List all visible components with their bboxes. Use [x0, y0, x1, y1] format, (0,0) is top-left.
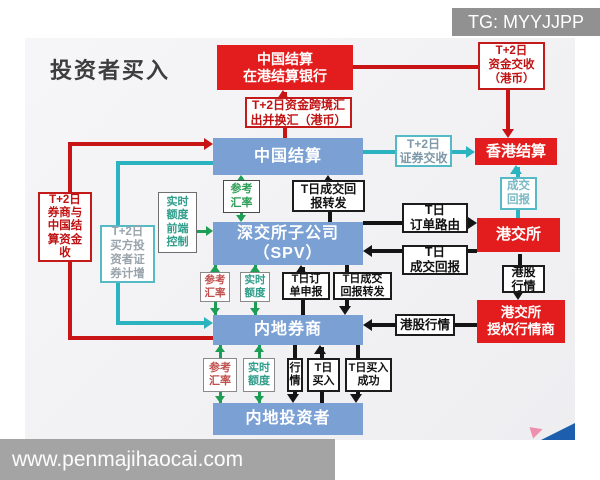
label-t-order-submit: T日订 单申报 [282, 272, 330, 300]
arrow-quote-into-broker [363, 319, 372, 331]
line-quota-ctrl [197, 230, 209, 233]
arrow-into-hkex [468, 217, 477, 229]
line-cc-securities-left [116, 161, 213, 165]
node-szse-spv: 深交所子公司 （SPV） [213, 222, 363, 265]
label-t-trade-report-right: T日 成交回报 [402, 245, 468, 275]
arrow-quota-bot-down [254, 396, 264, 403]
label-t-order-route: T日 订单路由 [402, 203, 468, 233]
label-realtime-quota-mid: 实时 额度 [240, 272, 270, 302]
label-t-buy: T日 买入 [307, 358, 340, 392]
node-china-clear: 中国结算 [213, 138, 363, 175]
label-hk-stock-quote-vertical: 港股 行情 [502, 265, 545, 293]
line-left-to-cc [68, 142, 206, 146]
watermark: www.penmajihaocai.com [0, 439, 335, 480]
arrow-into-spv [363, 245, 372, 257]
label-ref-rate-top: 参考 汇率 [223, 180, 260, 213]
label-securities-settlement: T+2日 证券交收 [395, 135, 452, 167]
node-mainland-broker: 内地券商 [213, 315, 363, 345]
corner-decoration-blue [541, 423, 575, 440]
arrow-report-into-broker [339, 306, 351, 315]
label-t-trade-report-forward-top: T日成交回 报转发 [292, 180, 365, 212]
label-ref-rate-bottom: 参考 汇率 [203, 358, 237, 392]
arrow-order-into-spv [295, 265, 307, 274]
line-securities-to-broker [116, 321, 204, 325]
label-broker-china-clear-fund: T+2日 券商与 中国结 算资金 收 [38, 192, 92, 262]
arrow-into-hkclear-up [510, 165, 522, 174]
node-hk-clear: 香港结算 [475, 138, 557, 165]
page-title: 投资者买入 [50, 58, 171, 83]
arrow-quota-into-spv [206, 226, 213, 236]
node-mainland-investor: 内地投资者 [213, 403, 363, 435]
tg-badge: TG: MYYJJPP [452, 8, 600, 36]
label-fund-settlement-hkd: T+2日 资金交收 （港币） [478, 42, 545, 90]
node-hkex-quote-vendor: 港交所 授权行情商 [477, 300, 565, 343]
arrow-refrate-down [236, 215, 246, 222]
arrow-buy-into-broker [314, 345, 326, 354]
arrow-refrate-bot-up [215, 345, 225, 352]
label-trade-report: 成交 回报 [500, 177, 537, 210]
label-fund-cross-border: T+2日资金跨境汇 出并换汇（港币） [245, 97, 352, 128]
arrow-refrate-mid-up [210, 265, 220, 272]
label-t-trade-report-forward-mid: T日成交 回报转发 [333, 272, 392, 300]
label-ref-rate-mid: 参考 汇率 [200, 272, 230, 302]
arrow-into-hkclear-teal [466, 146, 475, 158]
arrow-refrate-mid-down [210, 308, 220, 315]
arrow-into-cc [204, 138, 213, 150]
label-hk-stock-quote-horizontal: 港股行情 [395, 314, 455, 336]
line-fundsettle-down [506, 88, 510, 130]
arrow-refrate-bot-down [215, 396, 225, 403]
arrow-success-into-investor [350, 394, 362, 403]
arrow-quota-mid-down [250, 308, 260, 315]
arrow-quote-into-investor [287, 394, 299, 403]
arrow-into-hkbank [277, 90, 289, 99]
label-t-buy-success: T日买入 成功 [345, 358, 392, 392]
label-buyer-securities-credit: T+2日 买方投 资者证 券计增 [100, 225, 155, 283]
node-china-clear-hk-bank: 中国结算 在港结算银行 [217, 45, 353, 90]
arrow-refrate-up [236, 175, 246, 182]
line-broker-fund-out [68, 336, 213, 340]
label-realtime-quota-bottom: 实时 额度 [243, 358, 275, 392]
label-realtime-quota-frontend: 实时 额度 前端 控制 [158, 192, 197, 253]
arrow-into-vendor [512, 291, 524, 300]
arrow-into-broker-teal [204, 317, 213, 329]
line-hkbank-right [353, 65, 512, 69]
node-hkex: 港交所 [477, 218, 560, 252]
arrow-into-hkclear [502, 129, 514, 138]
label-quote-vertical: 行 情 [287, 358, 303, 392]
arrow-quota-bot-up [254, 345, 264, 352]
arrow-quota-mid-up [250, 265, 260, 272]
arrow-report-into-cc [322, 175, 334, 184]
